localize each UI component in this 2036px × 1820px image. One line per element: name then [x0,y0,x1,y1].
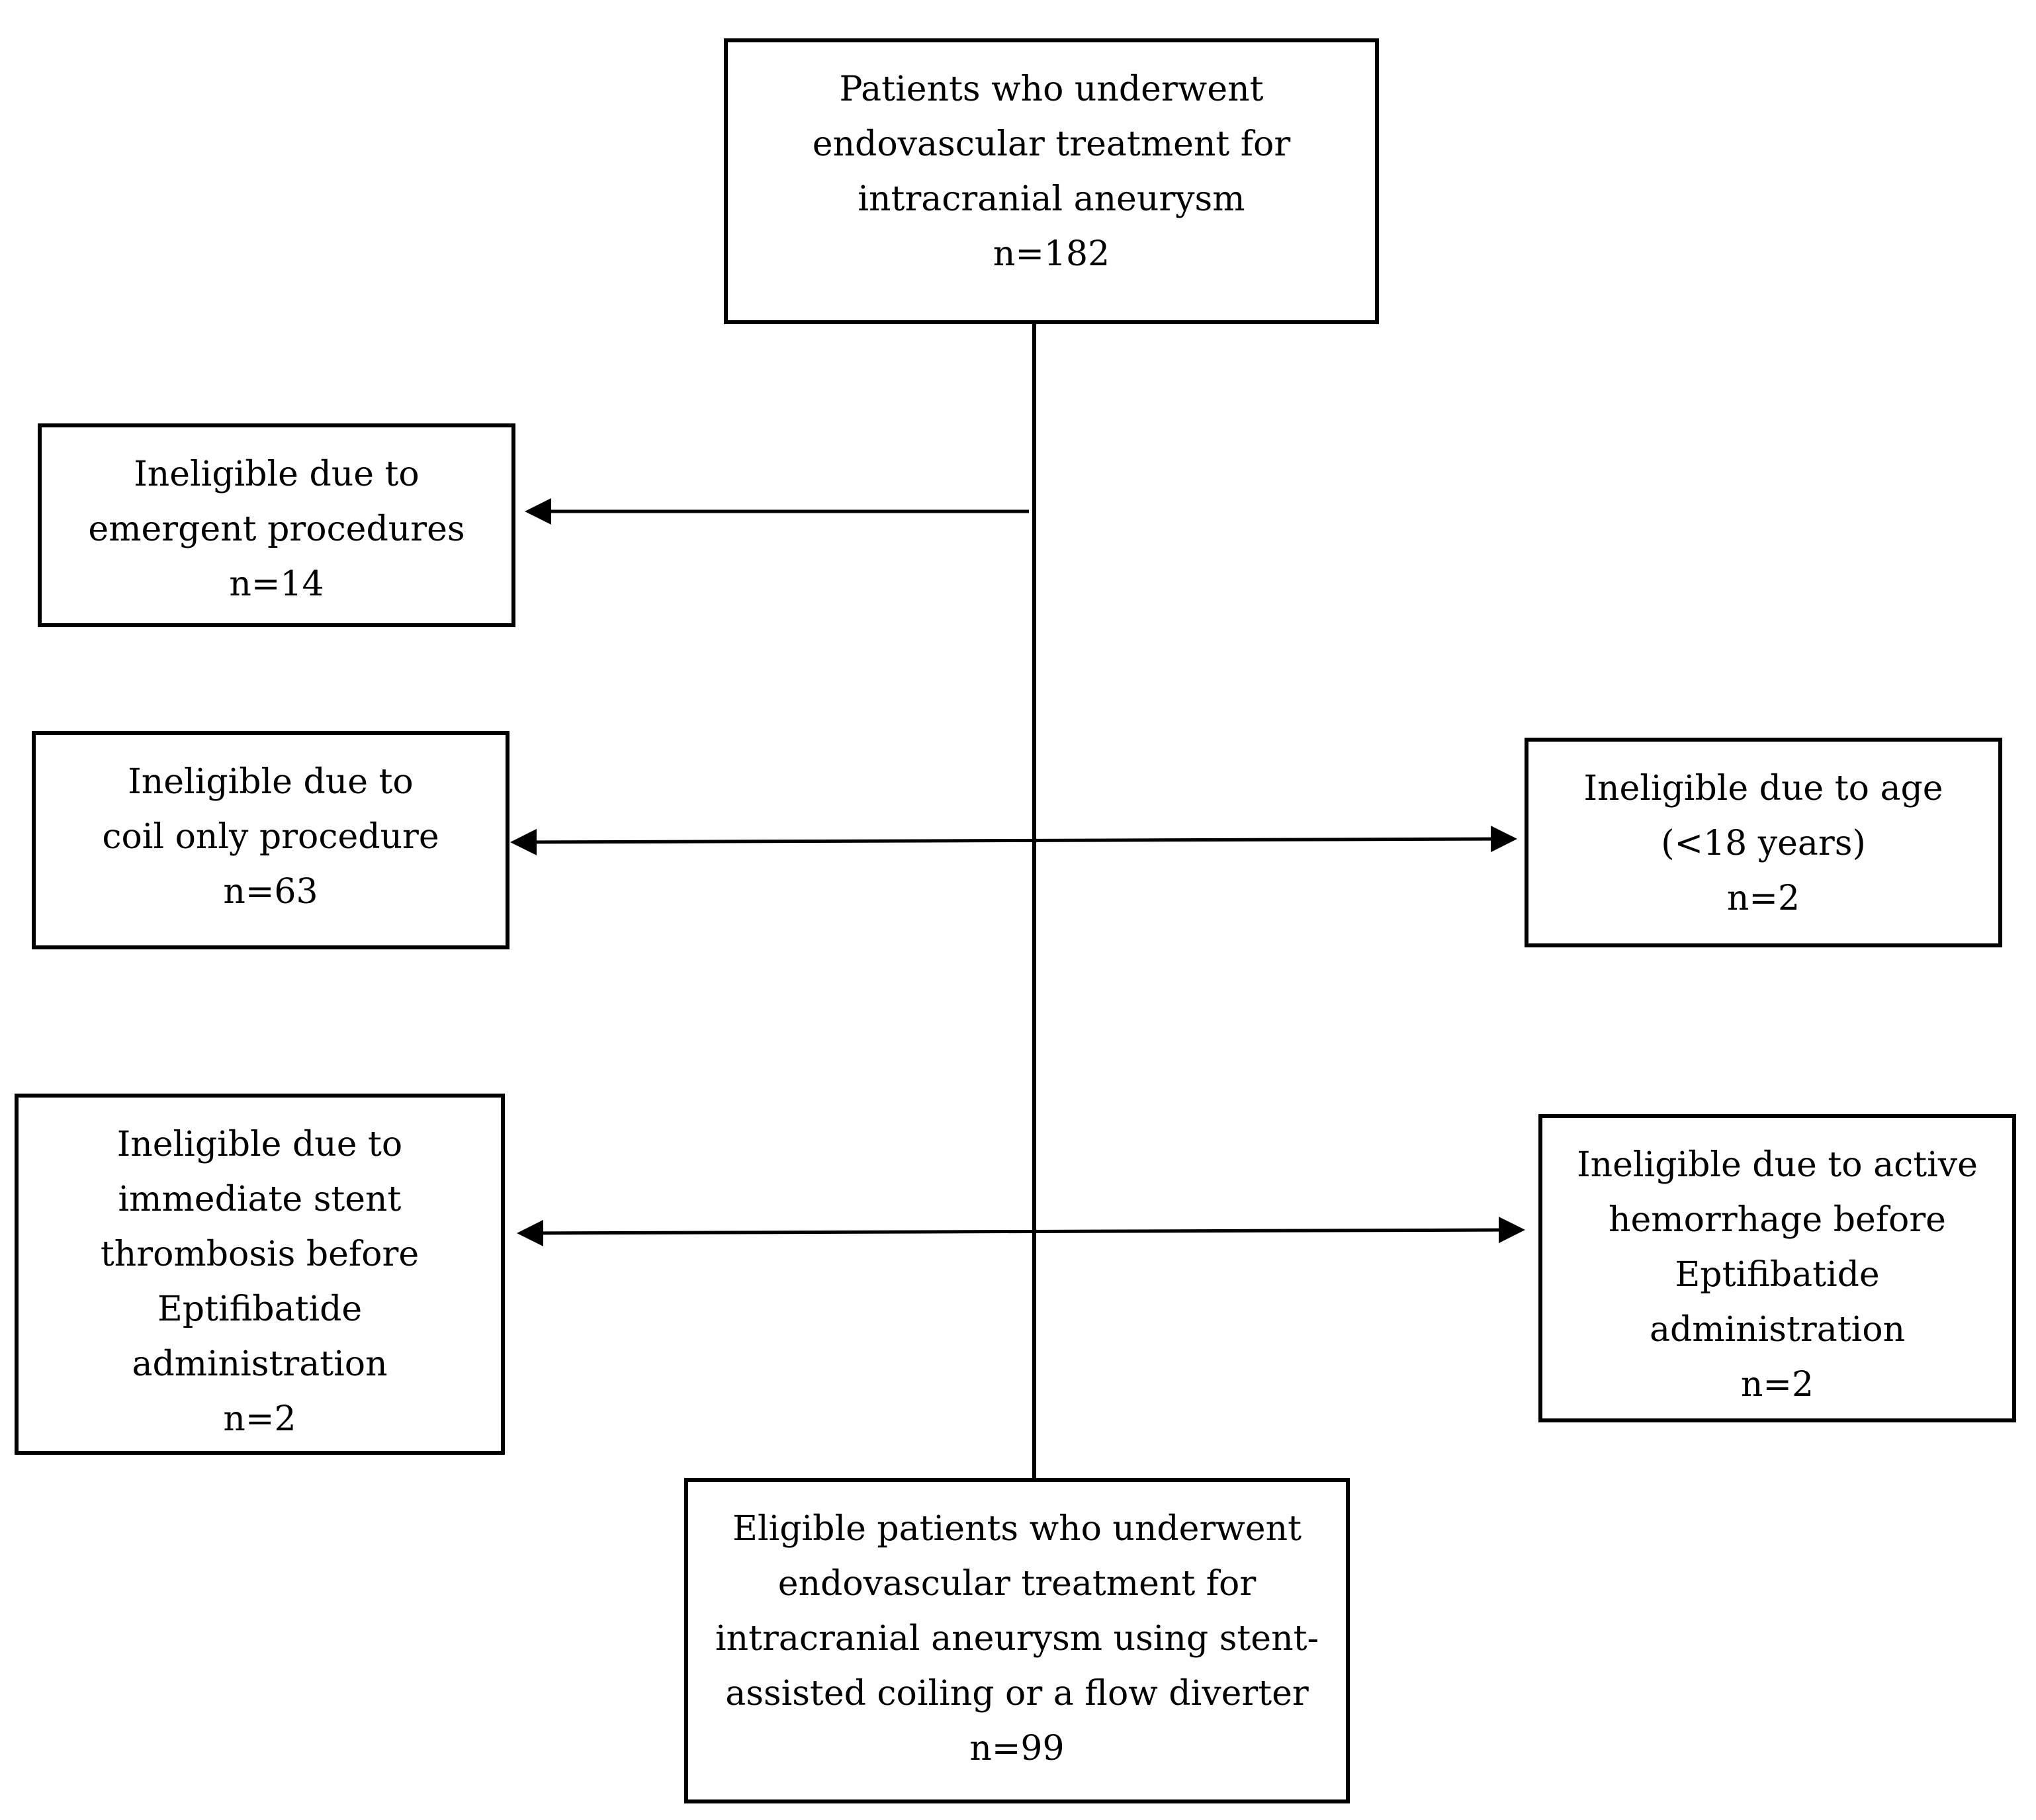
ineligible-age-line: (<18 years) [1661,824,1866,863]
ineligible-coil-only-count: n=63 [223,872,318,912]
eligible-patients-box: Eligible patients who underwent endovasc… [684,1478,1350,1803]
ineligible-emergent-count: n=14 [229,564,324,604]
ineligible-hemorrhage-count: n=2 [1740,1365,1814,1405]
total-patients-line: intracranial aneurysm [858,179,1245,219]
eligible-patients-line: endovascular treatment for [777,1564,1257,1604]
ineligible-hemorrhage-line: Eptifibatide [1675,1255,1880,1295]
ineligible-coil-only-line: Ineligible due to [128,762,414,802]
ineligible-age-line: Ineligible due to age [1583,769,1943,808]
ineligible-stent-thrombosis-line: Ineligible due to [116,1125,403,1164]
ineligible-age-box: Ineligible due to age (<18 years) n=2 [1525,738,2002,947]
eligible-patients-line: assisted coiling or a flow diverter [725,1674,1309,1713]
ineligible-hemorrhage-line: administration [1649,1310,1906,1350]
ineligible-coil-only-box: Ineligible due to coil only procedure n=… [32,731,509,949]
ineligible-hemorrhage-line: Ineligible due to active [1577,1145,1978,1185]
ineligible-stent-thrombosis-line: immediate stent [118,1180,402,1219]
ineligible-stent-thrombosis-box: Ineligible due to immediate stent thromb… [15,1094,505,1455]
ineligible-emergent-box: Ineligible due to emergent procedures n=… [38,423,515,627]
ineligible-hemorrhage-box: Ineligible due to active hemorrhage befo… [1538,1114,2016,1422]
ineligible-stent-thrombosis-line: administration [132,1344,388,1384]
total-patients-box: Patients who underwent endovascular trea… [724,38,1379,324]
eligible-patients-line: intracranial aneurysm using stent- [715,1619,1319,1659]
ineligible-stent-thrombosis-line: Eptifibatide [157,1289,363,1329]
ineligible-age-count: n=2 [1726,879,1800,918]
ineligible-emergent-line: Ineligible due to [134,455,420,494]
eligible-patients-line: Eligible patients who underwent [732,1509,1302,1549]
ineligible-stent-thrombosis-count: n=2 [223,1399,296,1439]
total-patients-line: endovascular treatment for [812,124,1291,164]
arrow-coil-only-age [510,826,1517,855]
total-patients-count: n=182 [993,234,1110,274]
arrow-thrombosis-hemorrhage [517,1217,1525,1246]
ineligible-coil-only-line: coil only procedure [102,817,439,857]
ineligible-emergent-line: emergent procedures [88,509,465,549]
total-patients-line: Patients who underwent [839,69,1264,109]
ineligible-stent-thrombosis-line: thrombosis before [100,1235,420,1274]
ineligible-hemorrhage-line: hemorrhage before [1609,1200,1946,1240]
eligible-patients-count: n=99 [969,1729,1065,1768]
